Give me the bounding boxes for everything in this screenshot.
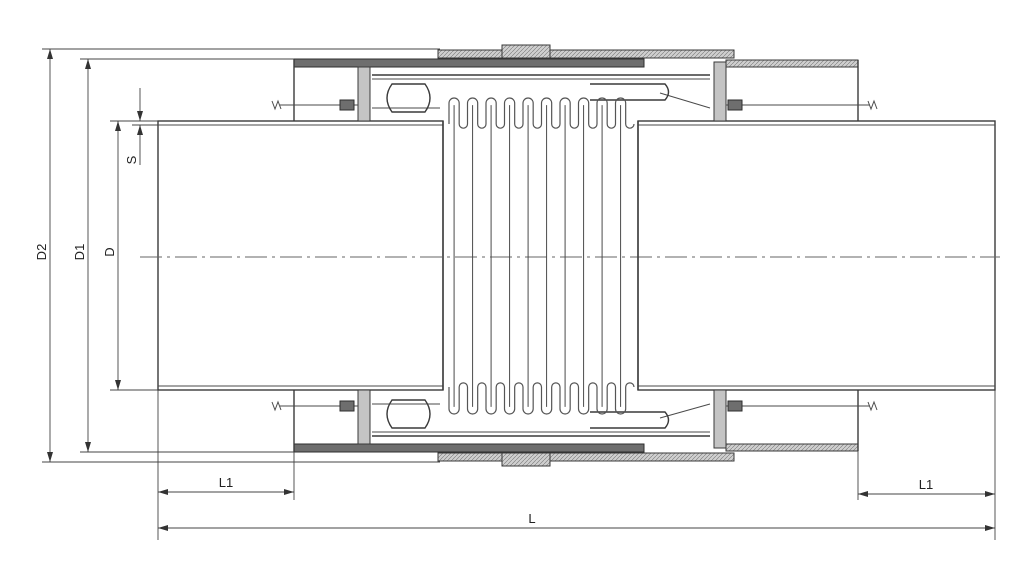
outer-shell-bottom	[293, 390, 859, 467]
bellows-convolution	[485, 97, 506, 415]
bellows	[442, 97, 639, 415]
outer-shell-top	[293, 44, 859, 121]
bellows-convolution	[596, 97, 617, 415]
bellows-convolution	[559, 97, 580, 415]
label-d1: D1	[72, 244, 87, 261]
bellows-convolution	[540, 97, 561, 415]
bellows-convolution	[503, 97, 524, 415]
label-l1-right: L1	[919, 477, 933, 492]
bellows-convolution	[522, 97, 543, 415]
left-pipe	[157, 120, 444, 391]
dimension-lines	[42, 48, 996, 540]
bellows-convolution	[577, 97, 598, 415]
label-l1-left: L1	[219, 475, 233, 490]
label-l: L	[528, 511, 535, 526]
right-pipe	[637, 120, 996, 391]
bellows-convolution	[614, 97, 635, 415]
label-d: D	[102, 247, 117, 256]
label-d2: D2	[34, 244, 49, 261]
label-s: S	[124, 155, 139, 164]
bellows-convolution	[466, 97, 487, 415]
end-plates	[357, 61, 727, 449]
bellows-convolution	[448, 97, 469, 415]
tie-rods-bottom	[271, 399, 878, 437]
tie-rods-top	[271, 74, 878, 113]
